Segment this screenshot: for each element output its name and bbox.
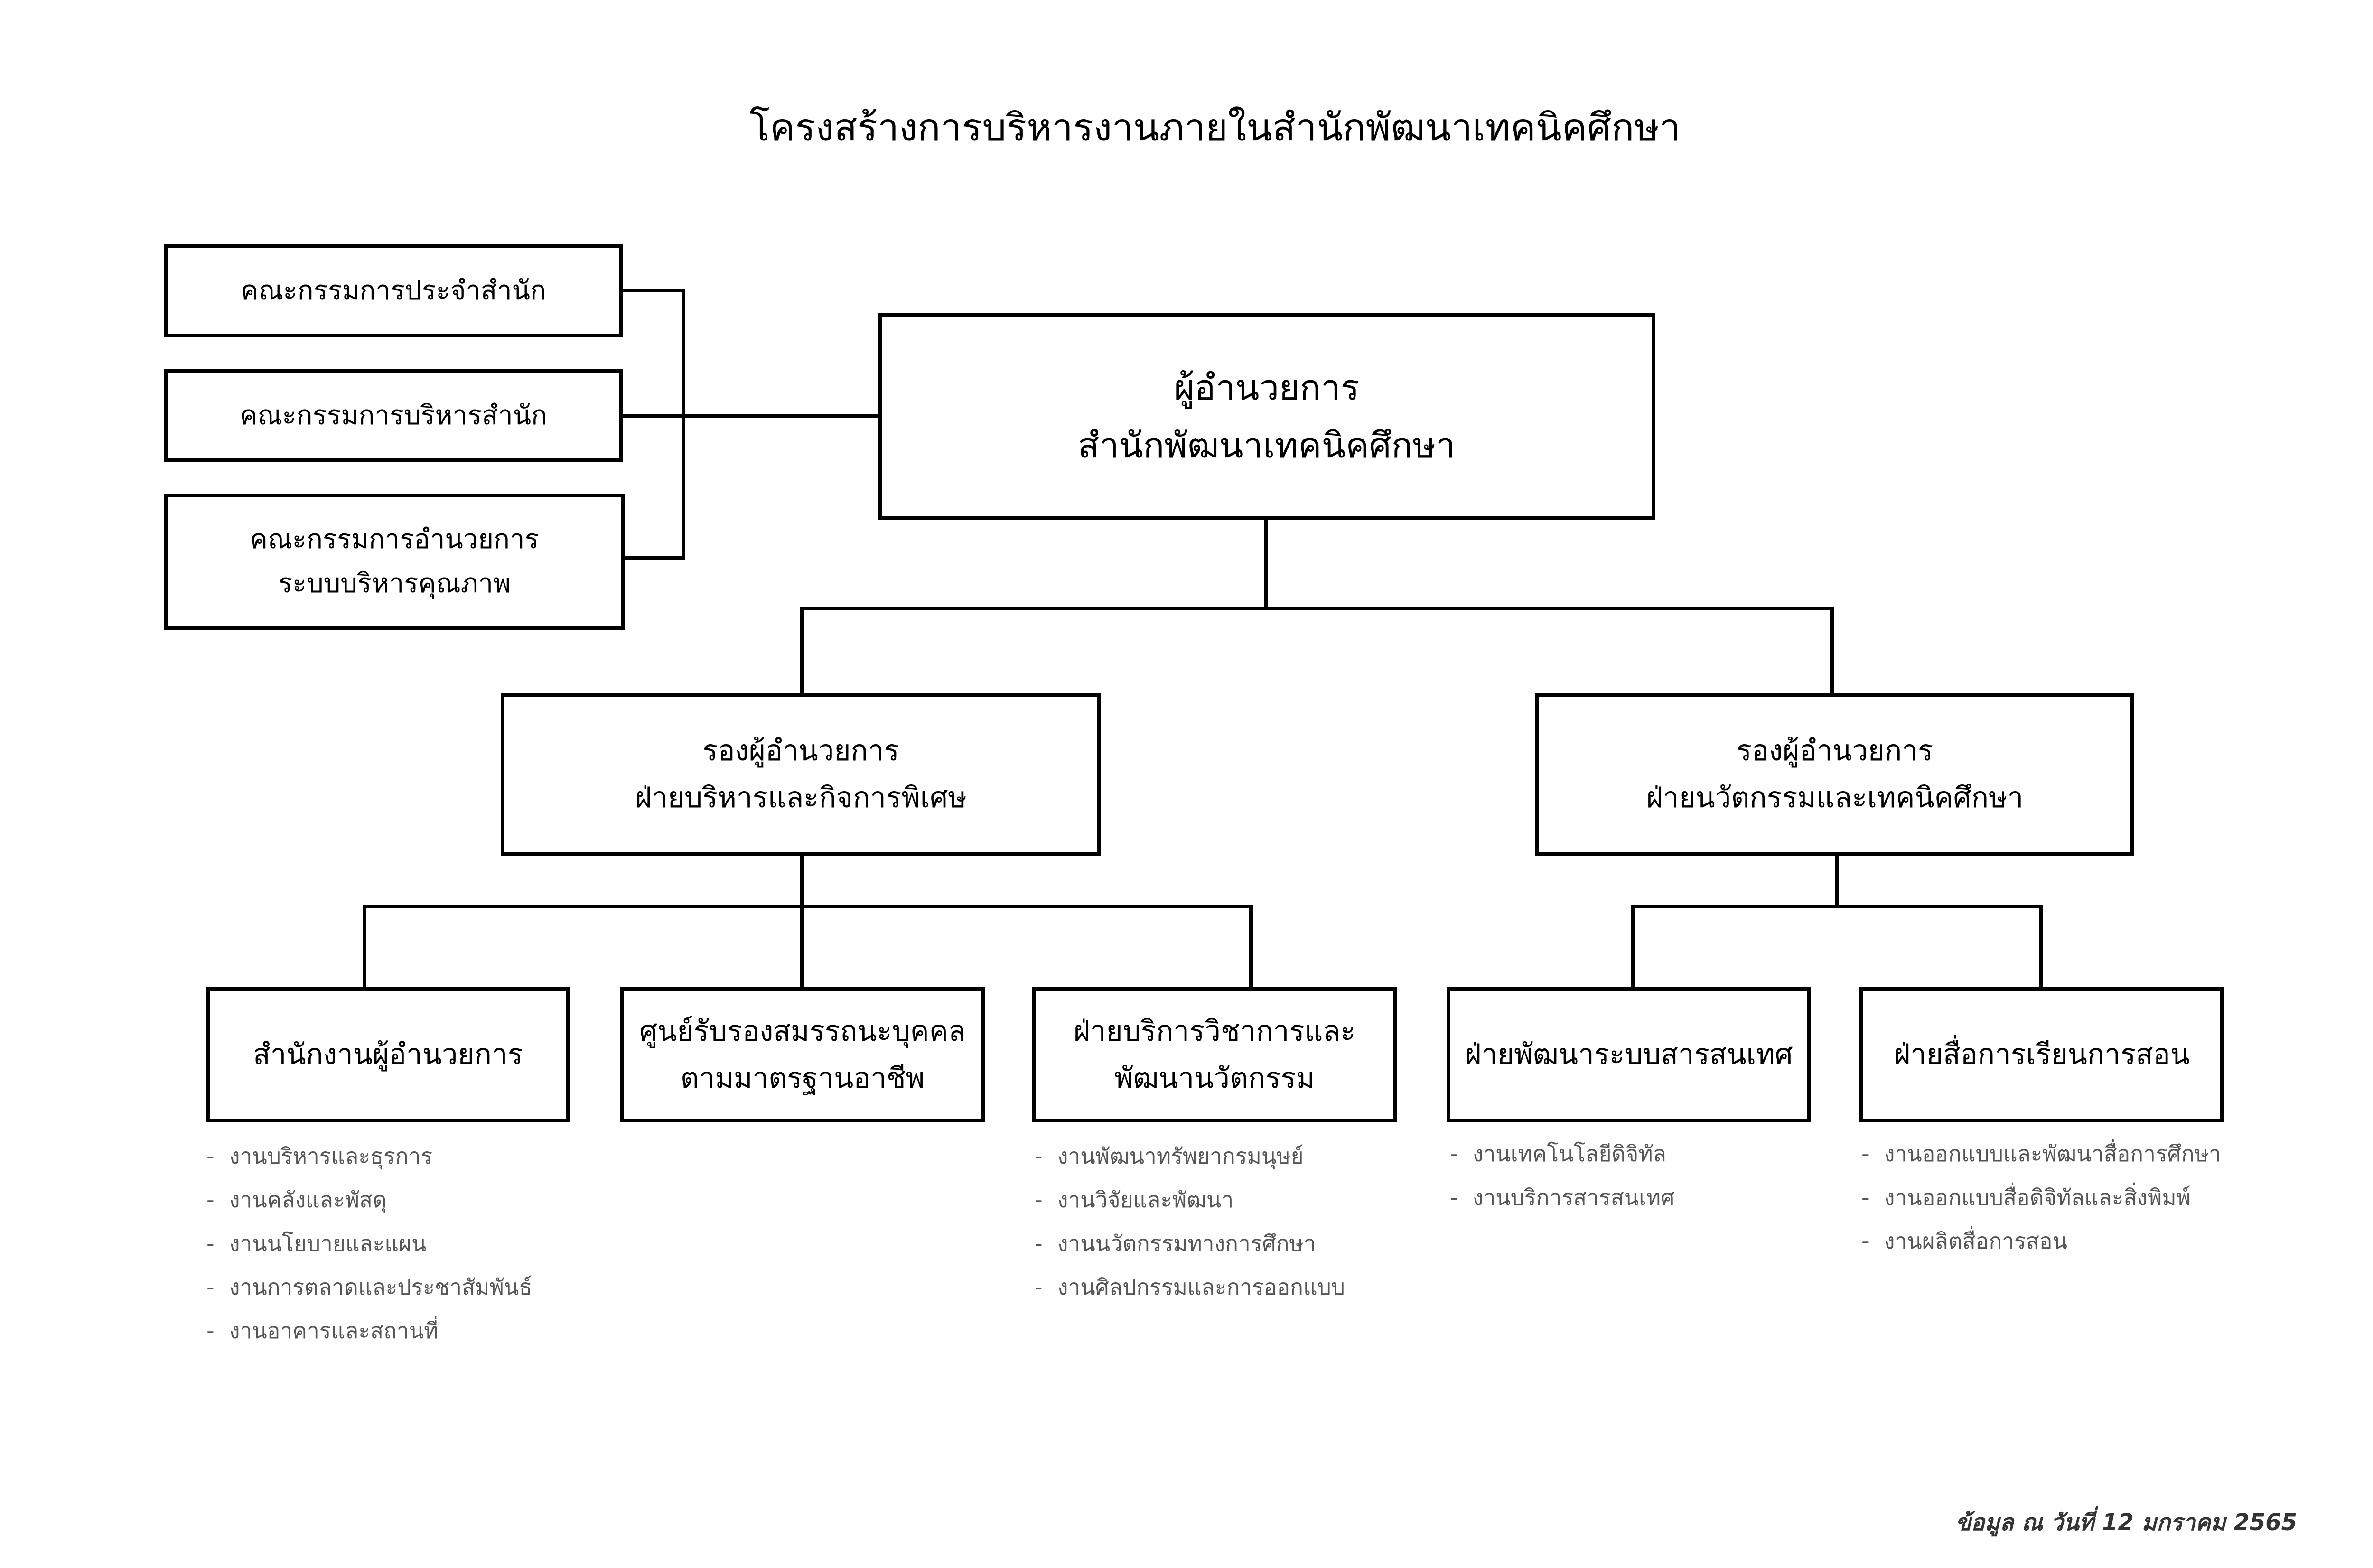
task-item: งานการตลาดและประชาสัมพันธ์ (206, 1265, 532, 1309)
task-item: งานบริหารและธุรการ (206, 1134, 532, 1178)
director-line1: ผู้อำนวยการ (1174, 367, 1360, 408)
unit-competency-center-line2: ตามมาตรฐานอาชีพ (680, 1061, 925, 1095)
task-list-directors-office: งานบริหารและธุรการ งานคลังและพัสดุ งานนโ… (206, 1134, 532, 1353)
unit-competency-center-line1: ศูนย์รับรองสมรรถนะบุคคล (639, 1014, 966, 1048)
unit-directors-office-label: สำนักงานผู้อำนวยการ (253, 1038, 523, 1071)
task-item: งานผลิตสื่อการสอน (1861, 1219, 2221, 1263)
deputy-innovation-line1: รองผู้อำนวยการ (1736, 734, 1934, 767)
director-box: ผู้อำนวยการ สำนักพัฒนาเทคนิคศึกษา (878, 313, 1655, 520)
unit-learning-media: ฝ่ายสื่อการเรียนการสอน (1859, 987, 2224, 1122)
task-list-information-systems: งานเทคโนโลยีดิจิทัล งานบริการสารสนเทศ (1450, 1132, 1674, 1219)
task-list-academic-services: งานพัฒนาทรัพยากรมนุษย์ งานวิจัยและพัฒนา … (1035, 1134, 1345, 1309)
unit-information-systems: ฝ่ายพัฒนาระบบสารสนเทศ (1447, 987, 1811, 1122)
unit-competency-center: ศูนย์รับรองสมรรถนะบุคคล ตามมาตรฐานอาชีพ (620, 987, 985, 1122)
committee-office-board: คณะกรรมการประจำสำนัก (164, 244, 623, 337)
committee-quality-board: คณะกรรมการอำนวยการ ระบบบริหารคุณภาพ (164, 494, 625, 630)
deputy-admin-box: รองผู้อำนวยการ ฝ่ายบริหารและกิจการพิเศษ (501, 693, 1101, 856)
deputy-innovation-line2: ฝ่ายนวัตกรรมและเทคนิคศึกษา (1646, 781, 2024, 814)
committee-executive-board: คณะกรรมการบริหารสำนัก (164, 369, 623, 462)
task-item: งานออกแบบและพัฒนาสื่อการศึกษา (1861, 1132, 2221, 1176)
deputy-innovation-box: รองผู้อำนวยการ ฝ่ายนวัตกรรมและเทคนิคศึกษ… (1535, 693, 2134, 856)
task-item: งานนวัตกรรมทางการศึกษา (1035, 1222, 1345, 1265)
task-item: งานคลังและพัสดุ (206, 1178, 532, 1222)
unit-information-systems-label: ฝ่ายพัฒนาระบบสารสนเทศ (1465, 1038, 1793, 1071)
task-item: งานบริการสารสนเทศ (1450, 1176, 1674, 1219)
unit-learning-media-label: ฝ่ายสื่อการเรียนการสอน (1894, 1038, 2190, 1071)
deputy-admin-line2: ฝ่ายบริหารและกิจการพิเศษ (635, 781, 967, 814)
task-item: งานเทคโนโลยีดิจิทัล (1450, 1132, 1674, 1176)
task-item: งานอาคารและสถานที่ (206, 1309, 532, 1353)
deputy-admin-line1: รองผู้อำนวยการ (702, 734, 899, 767)
task-list-learning-media: งานออกแบบและพัฒนาสื่อการศึกษา งานออกแบบส… (1861, 1132, 2221, 1263)
committee-executive-board-label: คณะกรรมการบริหารสำนัก (240, 400, 547, 431)
committee-quality-board-line1: คณะกรรมการอำนวยการ (250, 524, 539, 555)
task-item: งานวิจัยและพัฒนา (1035, 1178, 1345, 1222)
committee-quality-board-line2: ระบบบริหารคุณภาพ (278, 568, 511, 599)
chart-title: โครงสร้างการบริหารงานภายในสำนักพัฒนาเทคน… (749, 105, 1681, 149)
task-item: งานออกแบบสื่อดิจิทัลและสิ่งพิมพ์ (1861, 1176, 2221, 1219)
committee-office-board-label: คณะกรรมการประจำสำนัก (241, 275, 546, 306)
task-item: งานนโยบายและแผน (206, 1222, 532, 1265)
unit-academic-services: ฝ่ายบริการวิชาการและ พัฒนานวัตกรรม (1032, 987, 1397, 1122)
unit-directors-office: สำนักงานผู้อำนวยการ (206, 987, 570, 1122)
unit-academic-services-line2: พัฒนานวัตกรรม (1114, 1061, 1315, 1095)
director-line2: สำนักพัฒนาเทคนิคศึกษา (1078, 425, 1456, 466)
task-item: งานศิลปกรรมและการออกแบบ (1035, 1265, 1345, 1309)
task-item: งานพัฒนาทรัพยากรมนุษย์ (1035, 1134, 1345, 1178)
unit-academic-services-line1: ฝ่ายบริการวิชาการและ (1073, 1014, 1356, 1048)
data-date-footnote: ข้อมูล ณ วันที่ 12 มกราคม 2565 (1955, 1509, 2297, 1536)
